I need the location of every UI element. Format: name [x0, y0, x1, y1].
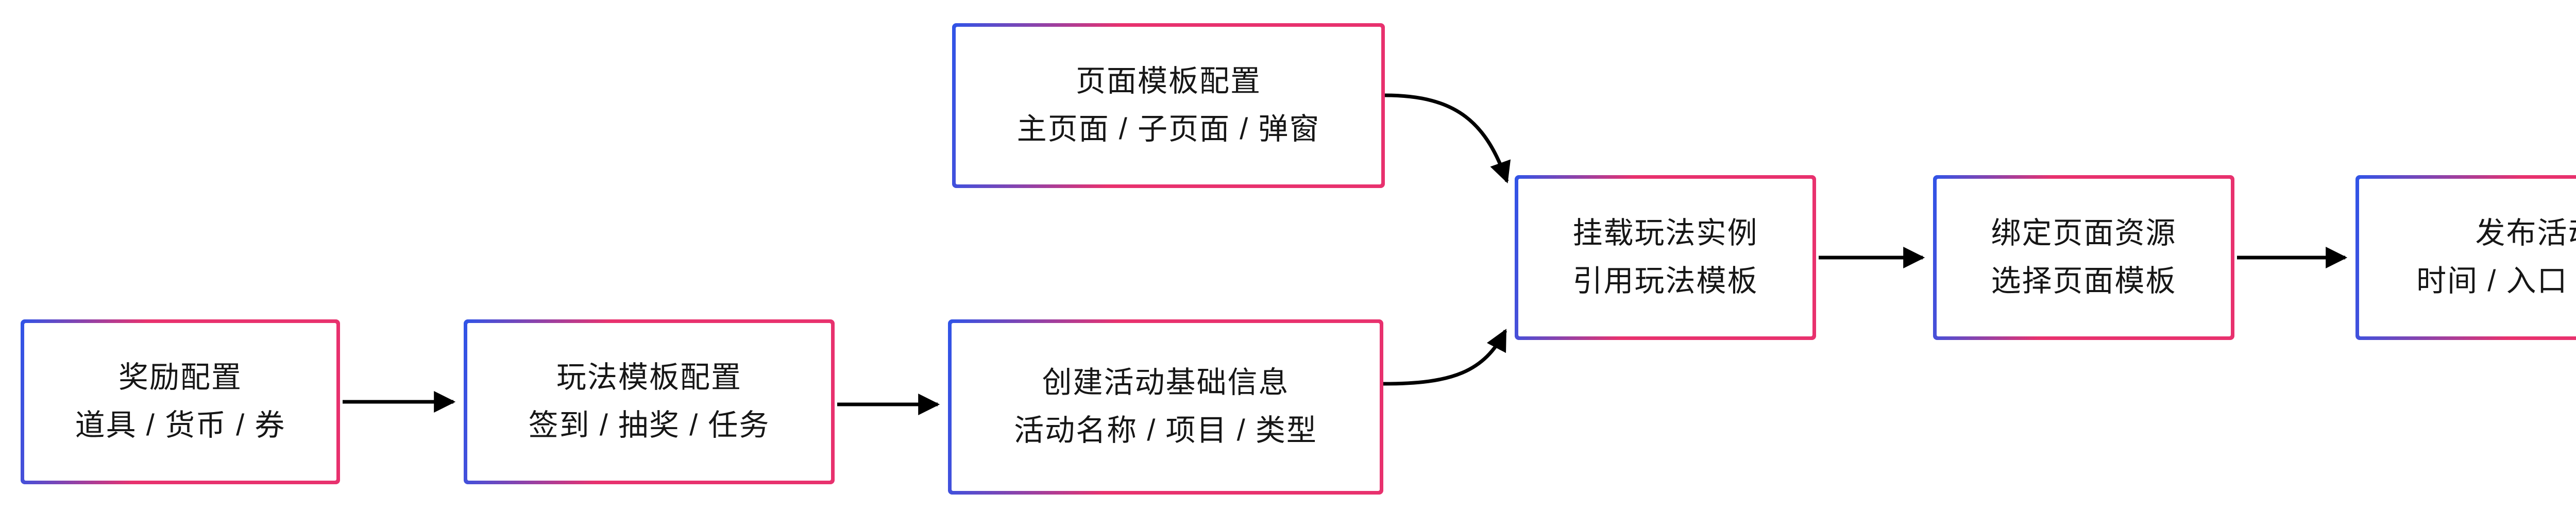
node-page-template-config: 页面模板配置 主页面 / 子页面 / 弹窗	[952, 23, 1385, 188]
node-title: 创建活动基础信息	[1042, 366, 1290, 400]
node-create-activity-info: 创建活动基础信息 活动名称 / 项目 / 类型	[948, 319, 1383, 495]
node-bind-resource-body: 绑定页面资源 选择页面模板	[1937, 179, 2231, 336]
node-gameplay-template-config: 玩法模板配置 签到 / 抽奖 / 任务	[464, 319, 835, 484]
node-title: 奖励配置	[118, 361, 242, 395]
node-bind-page-resource: 绑定页面资源 选择页面模板	[1933, 175, 2234, 340]
node-mount-gameplay-instance: 挂载玩法实例 引用玩法模板	[1515, 175, 1816, 340]
node-title: 挂载玩法实例	[1572, 216, 1758, 250]
node-title: 发布活动版本	[2475, 216, 2576, 250]
node-page-template-body: 页面模板配置 主页面 / 子页面 / 弹窗	[956, 27, 1381, 184]
node-title: 绑定页面资源	[1991, 216, 2177, 250]
node-title: 玩法模板配置	[556, 361, 742, 395]
node-reward-config-body: 奖励配置 道具 / 货币 / 券	[24, 323, 336, 481]
node-reward-config: 奖励配置 道具 / 货币 / 券	[21, 319, 340, 484]
node-subtitle: 活动名称 / 项目 / 类型	[1014, 414, 1317, 447]
node-publish-version-body: 发布活动版本 时间 / 入口 / 灰度策略	[2359, 179, 2576, 336]
node-publish-activity-version: 发布活动版本 时间 / 入口 / 灰度策略	[2355, 175, 2576, 340]
node-subtitle: 时间 / 入口 / 灰度策略	[2416, 264, 2576, 298]
node-subtitle: 主页面 / 子页面 / 弹窗	[1016, 112, 1320, 146]
node-subtitle: 道具 / 货币 / 券	[75, 409, 286, 442]
node-subtitle: 选择页面模板	[1991, 264, 2177, 298]
node-create-activity-body: 创建活动基础信息 活动名称 / 项目 / 类型	[952, 323, 1380, 491]
node-gameplay-template-body: 玩法模板配置 签到 / 抽奖 / 任务	[467, 323, 831, 481]
node-mount-instance-body: 挂载玩法实例 引用玩法模板	[1518, 179, 1812, 336]
node-title: 页面模板配置	[1075, 64, 1261, 98]
node-subtitle: 引用玩法模板	[1572, 264, 1758, 298]
arrow-create-to-mount	[1383, 329, 1507, 386]
node-subtitle: 签到 / 抽奖 / 任务	[528, 409, 770, 442]
arrow-pagetemplate-to-mount	[1384, 93, 1511, 183]
